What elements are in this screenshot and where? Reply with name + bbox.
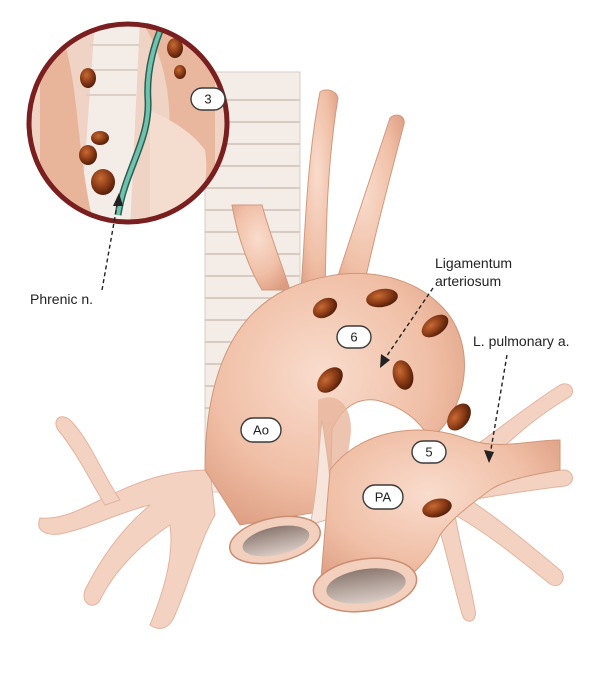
svg-text:5: 5 <box>425 445 432 460</box>
svg-text:Ao: Ao <box>253 423 269 438</box>
tag-station5: 5 <box>412 441 446 463</box>
tag-pa: PA <box>363 485 403 509</box>
label-phrenic: Phrenic n. <box>30 291 93 307</box>
tag-station3: 3 <box>191 88 225 110</box>
label-ligamentum-line1: Ligamentum <box>435 255 512 271</box>
svg-text:3: 3 <box>204 92 211 107</box>
tag-ao: Ao <box>241 418 281 442</box>
tag-station6: 6 <box>337 326 371 348</box>
svg-text:6: 6 <box>350 330 357 345</box>
left-branches <box>39 417 215 629</box>
label-l-pulmonary: L. pulmonary a. <box>473 333 570 349</box>
label-ligamentum-line2: arteriosum <box>435 273 501 289</box>
inset-magnifier <box>29 20 229 240</box>
svg-text:PA: PA <box>375 490 392 505</box>
